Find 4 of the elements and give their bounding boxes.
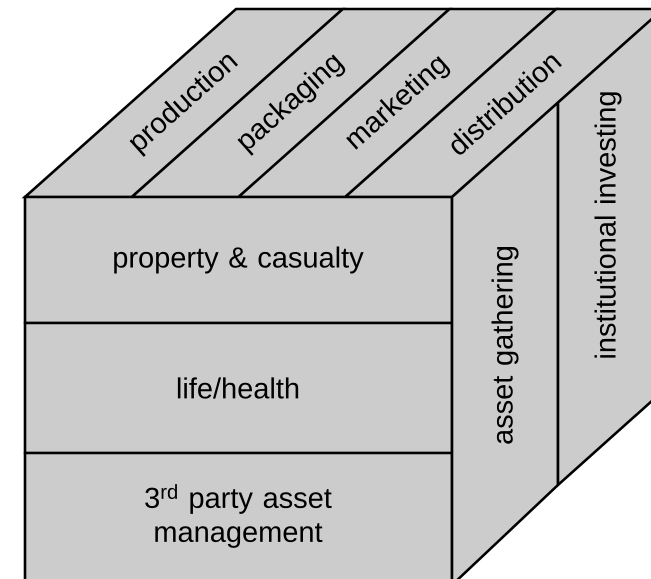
- front-face-band: life/health: [24, 322, 454, 454]
- node-label: asset gathering: [491, 246, 519, 444]
- front-face-band: property & casualty: [24, 196, 454, 324]
- front-face-band: 3$^{rd}$ party asset management: [24, 452, 454, 579]
